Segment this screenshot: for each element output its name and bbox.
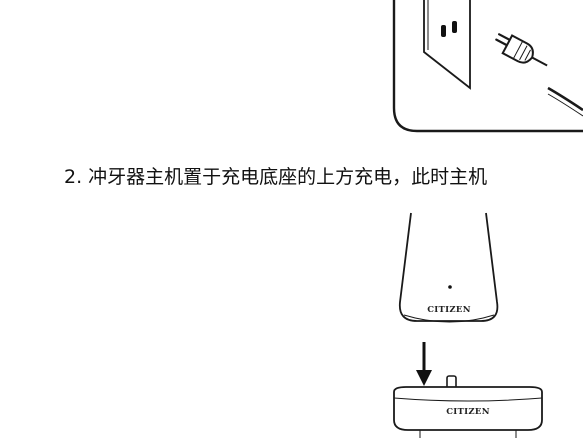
socket-hole-right <box>452 21 457 33</box>
power-cable <box>547 86 583 112</box>
handset-on-charging-dock-illustration: CITIZEN CITIZEN <box>393 212 543 438</box>
step-2-instruction: 2. 冲牙器主机置于充电底座的上方充电，此时主机 <box>64 166 488 188</box>
dock-brand-label: CITIZEN <box>446 407 490 417</box>
socket-hole-left <box>441 25 446 37</box>
wall-outlet-plug-illustration <box>392 0 583 133</box>
power-plug <box>495 33 548 67</box>
handset-button-dot <box>448 285 452 289</box>
handset: CITIZEN <box>398 212 499 323</box>
socket-plate <box>423 0 471 90</box>
outlet-frame <box>392 0 583 133</box>
charging-dock: CITIZEN <box>393 386 543 438</box>
handset-brand-label: CITIZEN <box>427 305 471 315</box>
down-arrow-icon <box>416 342 432 386</box>
